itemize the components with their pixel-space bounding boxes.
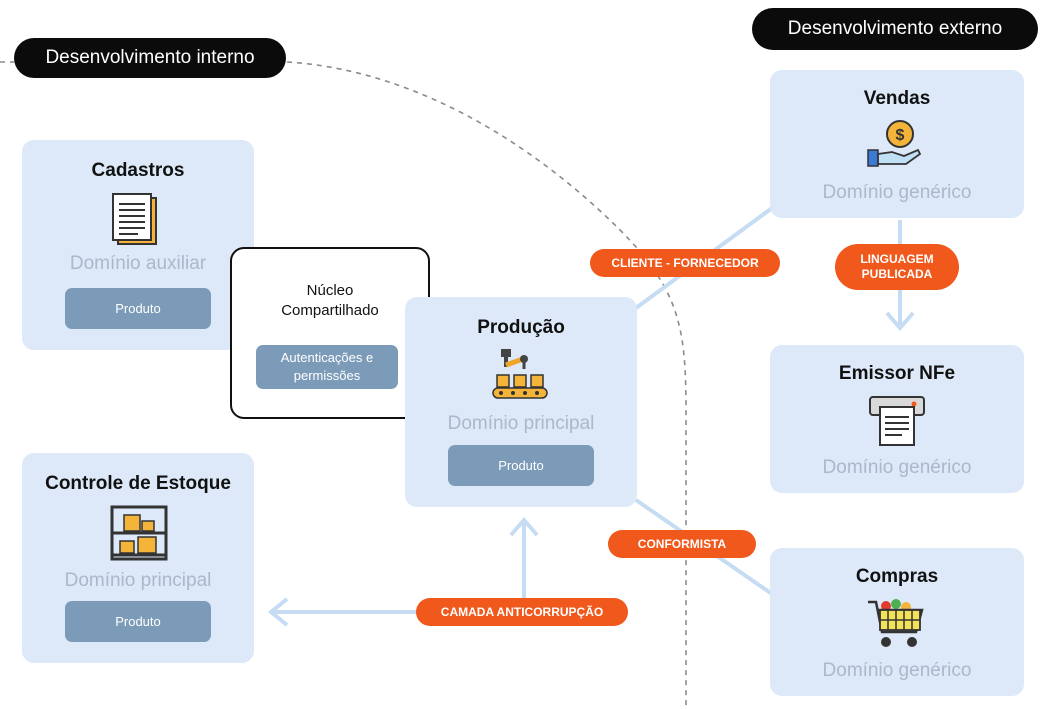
card-cadastros-produto-label: Produto <box>115 300 161 316</box>
nucleo-auth-label-line2: permissões <box>293 368 361 383</box>
card-estoque-subtitle: Domínio principal <box>64 570 212 591</box>
tag-anticorrupcao-label: CAMADA ANTICORRUPÇÃO <box>440 604 604 619</box>
card-cadastros-title: Cadastros <box>91 160 185 181</box>
header-internal-label: Desenvolvimento interno <box>45 47 255 68</box>
robot-arm-conveyor-icon <box>492 349 548 399</box>
boundary-dashed-line <box>0 61 687 709</box>
header-external-label: Desenvolvimento externo <box>787 18 1003 39</box>
card-vendas-subtitle: Domínio genérico <box>822 182 972 203</box>
card-estoque-title: Controle de Estoque <box>45 473 231 494</box>
card-estoque-produto-button[interactable]: Produto <box>65 601 211 642</box>
nucleo-auth-button[interactable]: Autenticações e permissões <box>256 345 398 389</box>
card-emissor-subtitle: Domínio genérico <box>822 457 972 478</box>
nucleo-compartilhado: Núcleo Compartilhado Autenticações e per… <box>230 247 430 419</box>
tag-conformista: CONFORMISTA <box>608 530 756 558</box>
card-emissor-title: Emissor NFe <box>838 363 956 384</box>
card-producao-produto-button[interactable]: Produto <box>448 445 594 486</box>
arrowhead-emissor <box>885 311 915 332</box>
nucleo-title-line2: Compartilhado <box>281 302 379 319</box>
card-compras-subtitle: Domínio genérico <box>822 660 972 681</box>
card-vendas-title: Vendas <box>863 88 931 109</box>
card-estoque: Controle de Estoque Domínio principal Pr… <box>22 453 254 663</box>
document-icon <box>112 193 157 245</box>
card-producao-title: Produção <box>477 317 565 338</box>
nucleo-auth-label-line1: Autenticações e <box>280 350 374 365</box>
arrowhead-producao <box>509 516 539 537</box>
card-estoque-produto-label: Produto <box>115 613 161 629</box>
tag-linguagem-line1: LINGUAGEM <box>860 252 934 266</box>
card-producao-produto-label: Produto <box>498 457 544 473</box>
shopping-cart-icon <box>868 599 924 647</box>
warehouse-shelf-icon <box>110 505 168 561</box>
tag-linguagem-line2: PUBLICADA <box>861 267 933 281</box>
card-emissor: Emissor NFe Domínio genérico <box>770 345 1024 493</box>
header-internal: Desenvolvimento interno <box>14 38 286 78</box>
hand-coin-icon: $ <box>867 120 922 167</box>
tag-conformista-label: CONFORMISTA <box>637 536 727 551</box>
svg-text:$: $ <box>896 127 905 144</box>
arrowhead-estoque <box>267 597 289 627</box>
card-compras-title: Compras <box>855 566 939 587</box>
header-external: Desenvolvimento externo <box>752 8 1038 50</box>
nucleo-title-line1: Núcleo <box>306 282 354 299</box>
card-cadastros-subtitle: Domínio auxiliar <box>69 253 207 274</box>
card-compras: Compras Domínio genérico <box>770 548 1024 696</box>
card-producao: Produção Domínio principal Produto <box>405 297 637 507</box>
tag-cliente-fornecedor: CLIENTE - FORNECEDOR <box>590 249 780 277</box>
card-vendas: Vendas $ Domínio genérico <box>770 70 1024 218</box>
tag-linguagem-publicada: LINGUAGEM PUBLICADA <box>835 244 959 290</box>
card-cadastros-produto-button[interactable]: Produto <box>65 288 211 329</box>
receipt-printer-icon <box>869 396 925 446</box>
tag-cliente-fornecedor-label: CLIENTE - FORNECEDOR <box>611 255 759 270</box>
tag-camada-anticorrupcao: CAMADA ANTICORRUPÇÃO <box>416 598 628 626</box>
card-cadastros: Cadastros Domínio auxiliar Produto <box>22 140 254 350</box>
card-producao-subtitle: Domínio principal <box>447 413 595 434</box>
